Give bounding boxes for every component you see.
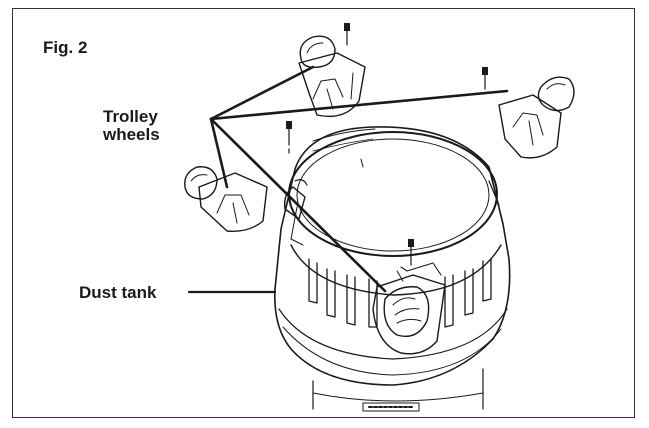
dust-tank-label: Dust tank xyxy=(79,283,157,302)
trolley-wheels-label-line1: Trolley xyxy=(103,107,158,126)
front-trolley-wheel xyxy=(372,239,446,355)
figure-frame: Fig. 2 Trolley wheels Dust tank xyxy=(12,8,635,418)
assembly-diagram xyxy=(184,23,575,412)
left-trolley-wheel xyxy=(184,121,292,232)
figure-number-label: Fig. 2 xyxy=(43,38,88,57)
trolley-wheels-label: Trolley wheels xyxy=(103,107,213,145)
right-trolley-wheel xyxy=(482,67,575,159)
trolley-wheels-label-line2: wheels xyxy=(103,125,160,145)
dust-tank xyxy=(274,126,511,412)
trolley-leader-lines xyxy=(209,65,509,293)
